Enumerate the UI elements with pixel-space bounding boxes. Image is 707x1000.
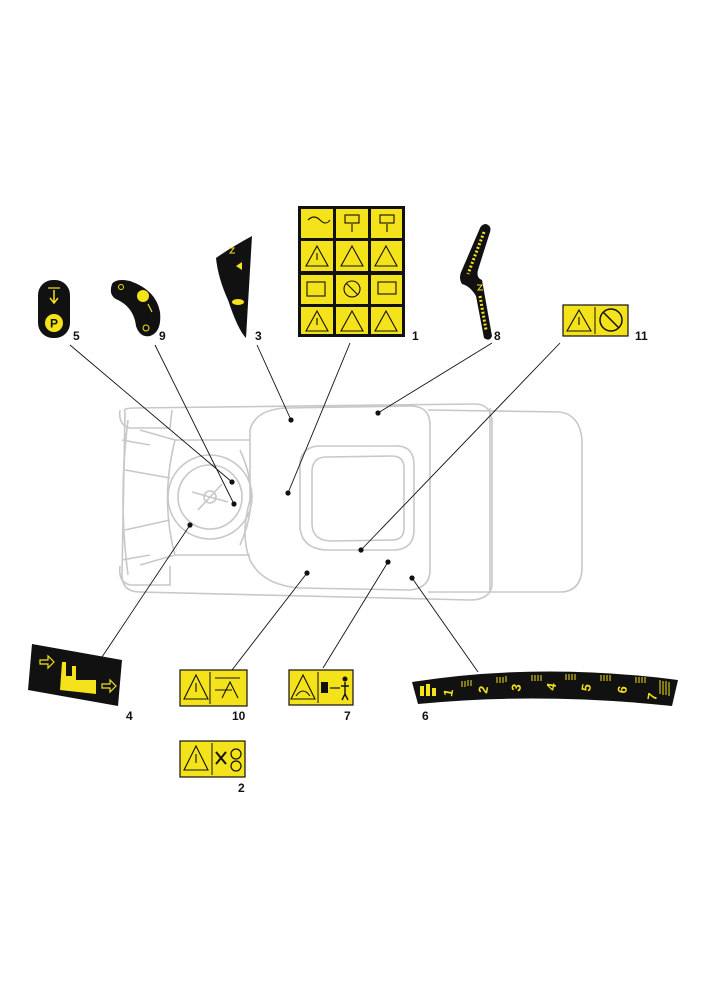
- scale-ticks: [461, 674, 670, 696]
- decal-4-grass-collector: [28, 644, 122, 706]
- warning-triangle-icon: [305, 244, 329, 332]
- ignition-key-icon: [118, 284, 153, 332]
- callout-11: 11: [635, 329, 648, 343]
- leader-lines: [69, 342, 561, 673]
- scale-number-5: 5: [578, 683, 594, 693]
- scale-number-1: 1: [440, 688, 456, 698]
- turtle-speed-icon: [232, 299, 244, 305]
- scale-number-6: 6: [614, 685, 630, 695]
- callout-9: 9: [159, 329, 166, 343]
- scale-number-7: 7: [644, 692, 660, 702]
- decal-2-warning: [179, 740, 246, 778]
- callout-4: 4: [126, 709, 133, 723]
- grass-collector-icon: [39, 654, 117, 694]
- mower-outline: [118, 403, 583, 601]
- callout-5: 5: [73, 329, 80, 343]
- scale-number-3: 3: [508, 683, 524, 693]
- callout-6: 6: [422, 709, 429, 723]
- callout-numbers: 1 3 8 5 9 11 4 10 7 6 2: [73, 329, 648, 795]
- decal-5-parking-brake: P: [38, 280, 70, 338]
- callout-3: 3: [255, 329, 262, 343]
- decal-6-cutting-height-scale: 1 2 3 4 5 6 7: [412, 671, 678, 706]
- no-passenger-icon: [599, 308, 623, 332]
- decal-7-operator-distance: [288, 669, 354, 706]
- leader-dots: [187, 410, 415, 581]
- decal-1-safety-instructions: [298, 206, 405, 337]
- decal-10-warning: [179, 669, 248, 707]
- rabbit-speed-icon: [236, 262, 242, 270]
- svg-text:P: P: [50, 317, 58, 331]
- decal-9-ignition: [110, 280, 161, 337]
- scale-number-2: 2: [475, 685, 491, 695]
- decal-11-no-passenger: [562, 304, 629, 337]
- callout-8: 8: [494, 329, 501, 343]
- callout-1: 1: [412, 329, 419, 343]
- cutting-height-icon: [420, 684, 436, 696]
- operator-distance-icon: [321, 676, 349, 701]
- callout-10: 10: [232, 709, 246, 723]
- decal-3-throttle: [216, 236, 252, 338]
- scale-number-4: 4: [543, 681, 559, 691]
- decal-8-drive-lever: [460, 224, 492, 340]
- callout-2: 2: [238, 781, 245, 795]
- callout-7: 7: [344, 709, 351, 723]
- hydrostatic-lever-icon: [466, 231, 488, 331]
- parking-brake-icon: P: [45, 287, 63, 332]
